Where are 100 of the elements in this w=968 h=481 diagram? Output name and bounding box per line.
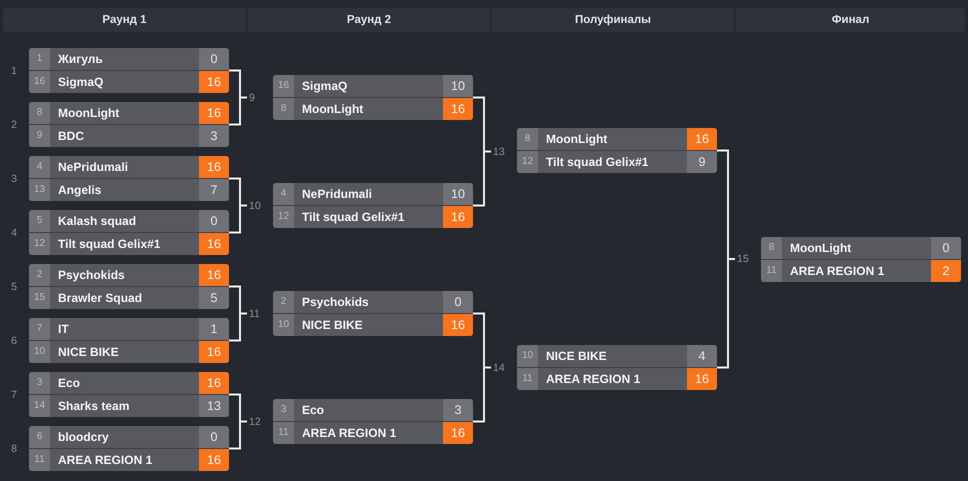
bracket-line — [229, 420, 247, 450]
score: 2 — [931, 260, 961, 282]
score: 16 — [199, 372, 229, 394]
team-name: Tilt squad Gelix#1 — [57, 236, 162, 253]
seed-number: 8 — [29, 102, 50, 124]
score: 16 — [443, 314, 473, 336]
team-row — [517, 368, 717, 390]
score: 9 — [687, 151, 717, 173]
score: 16 — [199, 264, 229, 286]
seed-number: 3 — [29, 372, 50, 394]
team-row — [29, 156, 229, 178]
match-card — [29, 102, 229, 147]
team-row — [273, 98, 473, 120]
team-row — [273, 399, 473, 421]
match-card — [29, 372, 229, 417]
seed-number: 10 — [29, 341, 50, 363]
match-number: 3 — [10, 172, 18, 186]
team-row — [29, 318, 229, 340]
seed-number: 11 — [29, 449, 50, 471]
match-card — [273, 75, 473, 120]
team-row — [29, 341, 229, 363]
team-row — [761, 260, 961, 282]
team-row — [29, 264, 229, 286]
team-row — [273, 291, 473, 313]
team-name: AREA REGION 1 — [301, 425, 398, 442]
score: 5 — [199, 287, 229, 309]
match-card — [29, 318, 229, 363]
score: 3 — [443, 399, 473, 421]
team-row — [517, 345, 717, 367]
match-card — [29, 264, 229, 309]
team-name: Eco — [301, 402, 326, 419]
match-number: 10 — [249, 198, 261, 212]
seed-number: 11 — [761, 260, 782, 282]
score: 0 — [443, 291, 473, 313]
match-number: 4 — [10, 226, 18, 240]
score: 16 — [199, 233, 229, 255]
score: 16 — [199, 341, 229, 363]
match-number: 2 — [10, 118, 18, 132]
seed-number: 3 — [273, 399, 294, 421]
column-header: Раунд 1 — [3, 8, 246, 32]
team-row — [29, 210, 229, 232]
team-row — [273, 75, 473, 97]
team-row — [29, 233, 229, 255]
match-card — [29, 426, 229, 471]
team-name: BDC — [57, 128, 85, 145]
score: 0 — [199, 210, 229, 232]
team-name: Tilt squad Gelix#1 — [301, 209, 406, 226]
seed-number: 10 — [517, 345, 538, 367]
seed-number: 8 — [273, 98, 294, 120]
seed-number: 13 — [29, 179, 50, 201]
match-number: 13 — [493, 144, 505, 158]
team-row — [517, 128, 717, 150]
score: 16 — [199, 449, 229, 471]
score: 3 — [199, 125, 229, 147]
match-number: 14 — [493, 360, 505, 374]
team-row — [517, 151, 717, 173]
score: 16 — [199, 71, 229, 93]
team-row — [29, 48, 229, 70]
team-name: NePridumali — [57, 159, 130, 176]
seed-number: 12 — [517, 151, 538, 173]
score: 16 — [443, 206, 473, 228]
team-name: MoonLight — [545, 131, 608, 148]
team-name: NICE BIKE — [545, 348, 608, 365]
match-number: 11 — [249, 306, 260, 320]
bracket-line — [229, 96, 247, 126]
seed-number: 11 — [517, 368, 538, 390]
seed-number: 2 — [273, 291, 294, 313]
score: 10 — [443, 75, 473, 97]
seed-number: 15 — [29, 287, 50, 309]
bracket-line — [717, 258, 735, 368]
bracket-line — [229, 204, 247, 234]
match-card — [29, 156, 229, 201]
score: 10 — [443, 183, 473, 205]
team-row — [273, 422, 473, 444]
team-name: Psychokids — [57, 267, 126, 284]
team-row — [29, 449, 229, 471]
team-name: NePridumali — [301, 186, 374, 203]
team-row — [273, 206, 473, 228]
team-name: bloodcry — [57, 429, 110, 446]
seed-number: 4 — [273, 183, 294, 205]
team-name: AREA REGION 1 — [57, 452, 154, 469]
team-name: AREA REGION 1 — [545, 371, 642, 388]
column-header: Финал — [736, 8, 965, 32]
team-name: Angelis — [57, 182, 102, 199]
bracket-line — [473, 366, 491, 422]
bracket-line — [229, 312, 247, 342]
seed-number: 7 — [29, 318, 50, 340]
team-name: NICE BIKE — [301, 317, 364, 334]
match-number: 7 — [10, 388, 18, 402]
match-number: 6 — [10, 334, 18, 348]
match-card — [517, 128, 717, 173]
seed-number: 16 — [273, 75, 294, 97]
bracket-line — [473, 150, 491, 206]
score: 16 — [443, 422, 473, 444]
team-row — [29, 179, 229, 201]
match-number: 8 — [10, 442, 18, 456]
team-row — [29, 71, 229, 93]
team-name: Kalash squad — [57, 213, 138, 230]
team-row — [29, 287, 229, 309]
match-number: 1 — [10, 64, 18, 78]
